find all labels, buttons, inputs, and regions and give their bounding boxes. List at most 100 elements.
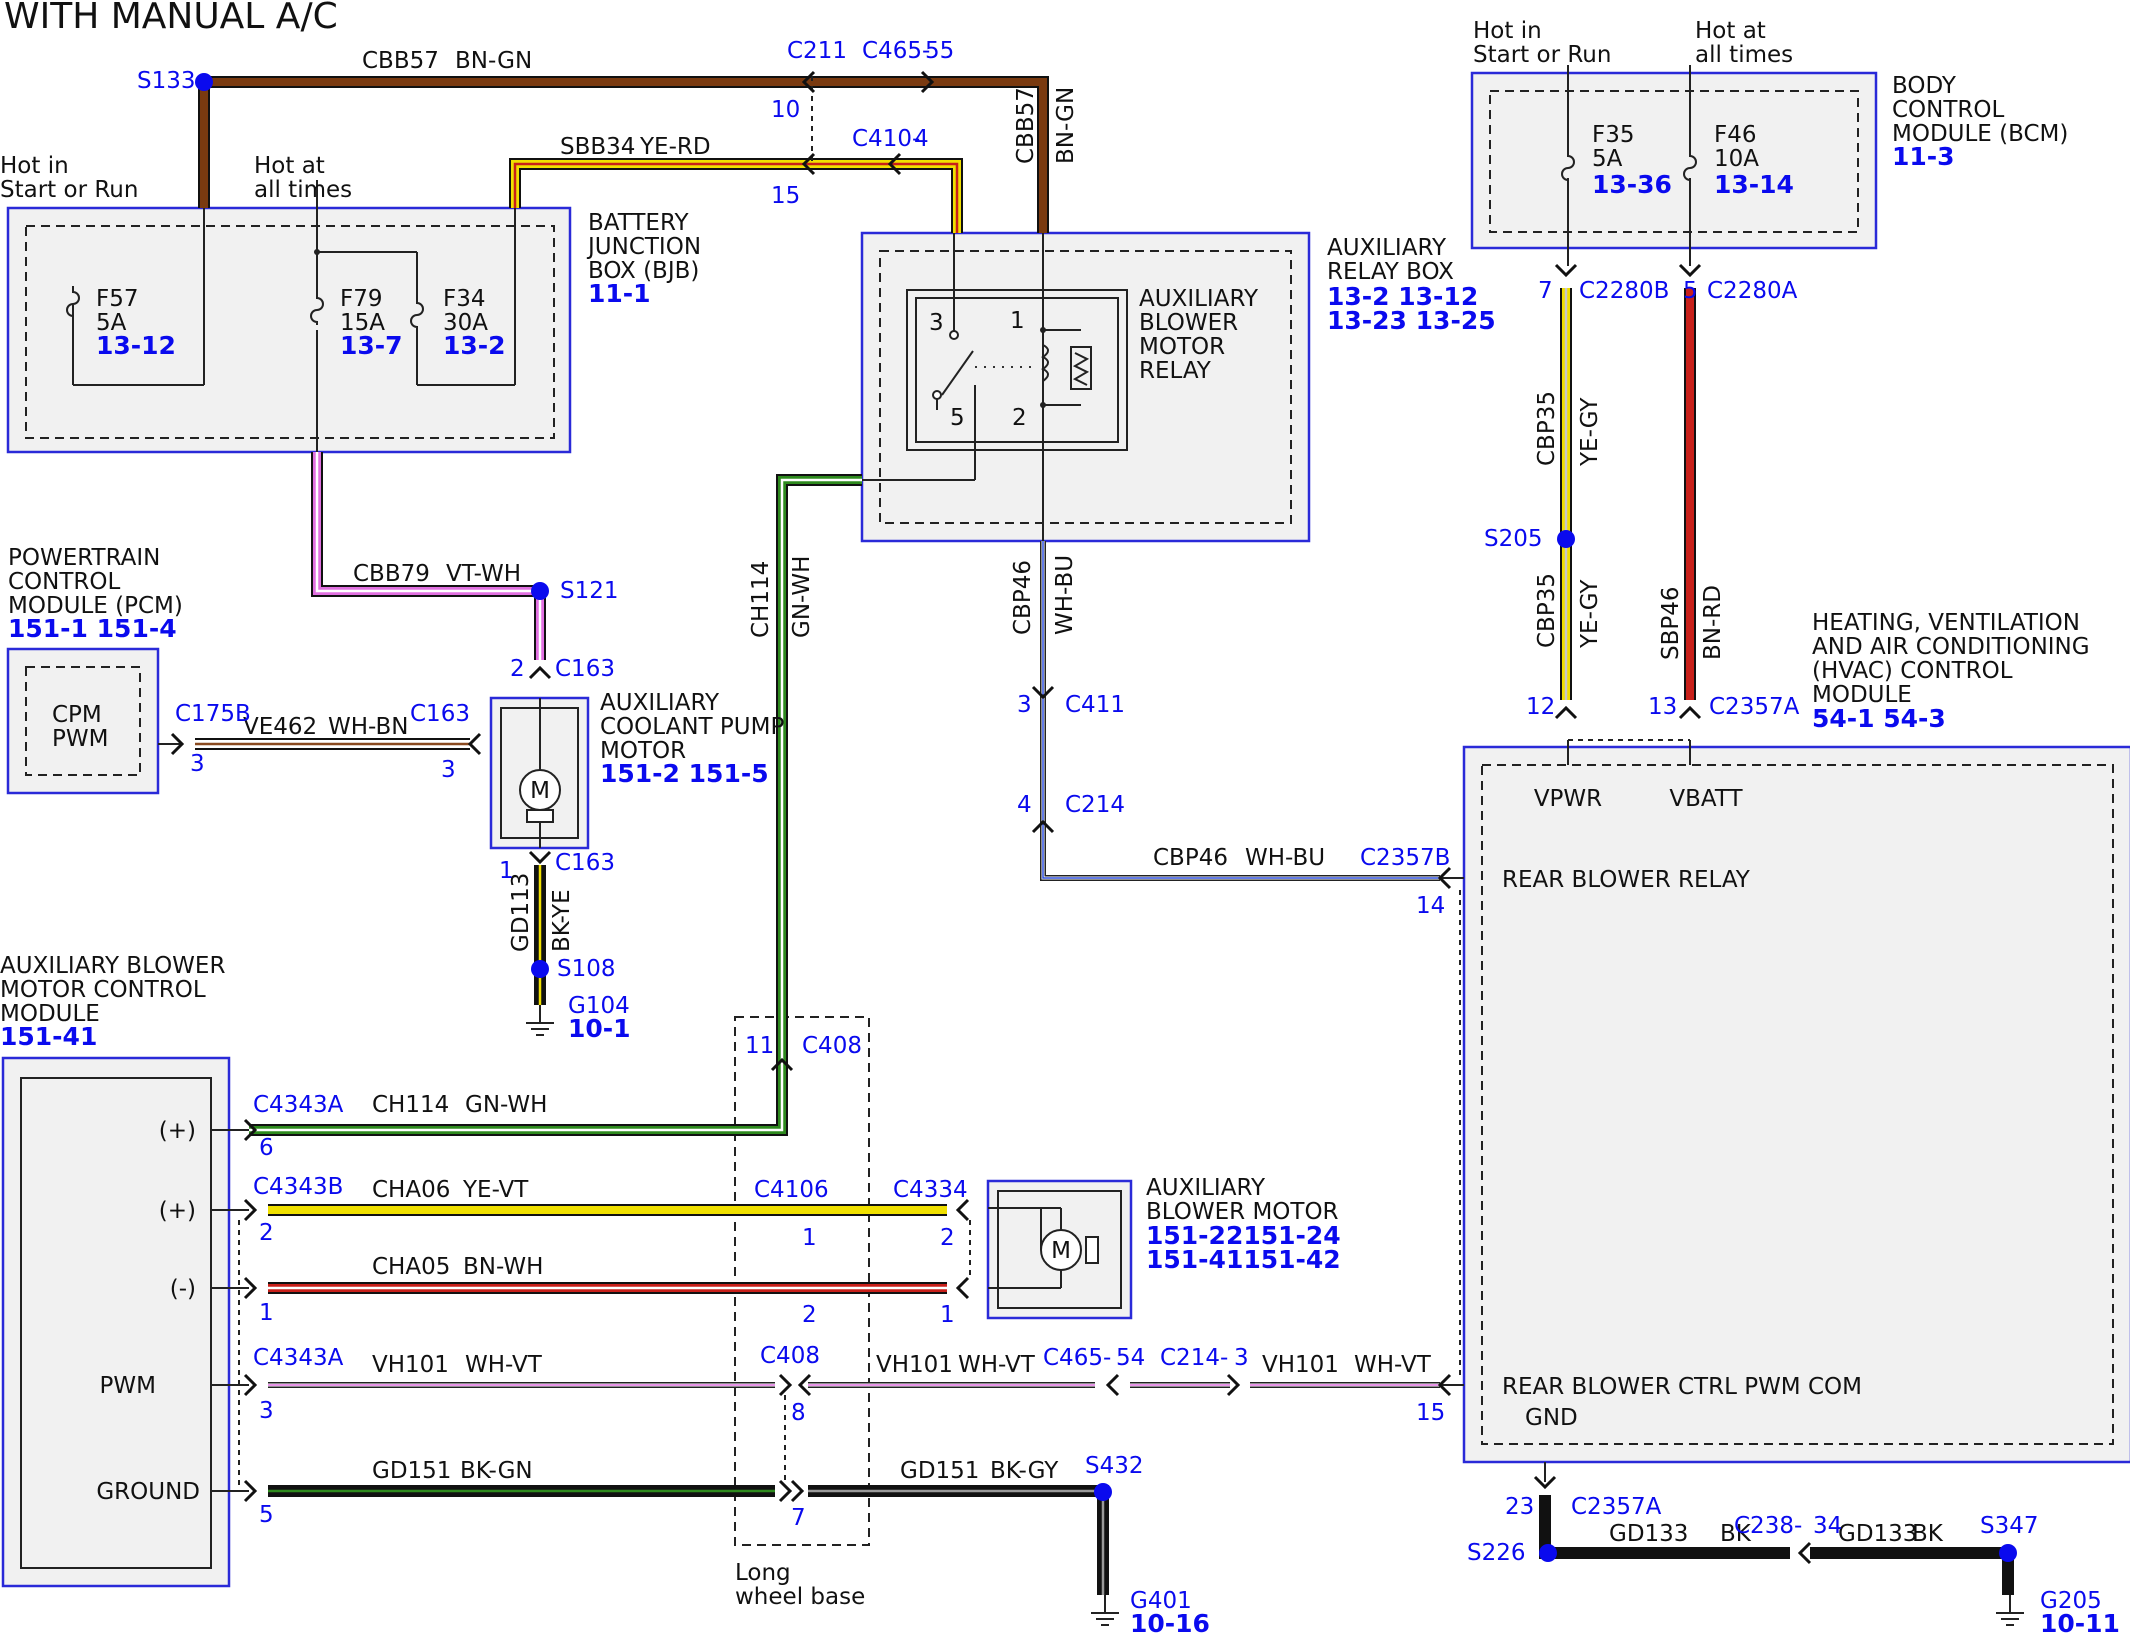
connector-label-6: C175B — [175, 701, 251, 727]
splice-s133 — [195, 73, 213, 91]
c2357b-arrow — [1437, 866, 1452, 890]
bjb-name-line-3: BOX (BJB) — [588, 258, 699, 284]
pcm-module — [6, 647, 160, 795]
bcm-hot-right-line-1: Hot at — [1695, 18, 1766, 44]
bjb-fuse-ref-2: 13-2 — [443, 331, 506, 360]
c2280b-arrow — [1554, 263, 1578, 278]
c2357a-13-arrow — [1678, 705, 1702, 720]
connector-label-10: C214 — [1065, 792, 1125, 818]
circuit-gd151-gy-color: BK-GY — [990, 1458, 1059, 1484]
circuit-sbp46-id: SBP46 — [1658, 586, 1684, 660]
bjb-hot-right-line-1: Hot at — [254, 153, 325, 179]
hvac-label-rear-blower-relay: REAR BLOWER RELAY — [1502, 867, 1751, 893]
bcm-fuse-rating-0: 5A — [1592, 146, 1623, 172]
circuit-cbb57-id: CBB57 — [362, 48, 439, 74]
diagram-title: WITH MANUAL A/C — [4, 0, 338, 37]
circuit-ve462-color: WH-BN — [328, 714, 409, 740]
connector-label-12: C408 — [802, 1033, 862, 1059]
c4343b-2-arrow — [243, 1198, 258, 1222]
circuit-ch114-h-id: CH114 — [372, 1092, 449, 1118]
splice-s347 — [1999, 1544, 2017, 1562]
bcm-fuse-ref-0: 13-36 — [1592, 170, 1672, 199]
c214-arrow — [1031, 819, 1055, 834]
long-wheel-base-region — [734, 1016, 870, 1546]
ground-g401-id: G401 — [1130, 1588, 1192, 1614]
abm-refs-b: 151-41151-42 — [1146, 1245, 1341, 1274]
hvac-refs: 54-1 54-3 — [1812, 704, 1946, 733]
pin-number-20: 1 — [940, 1302, 955, 1328]
circuit-cbb57-v-id: CBB57 — [1013, 87, 1039, 164]
c4343b-1-arrow — [243, 1276, 258, 1300]
circuit-ve462-id: VE462 — [243, 714, 317, 740]
connector-label-9: C411 — [1065, 692, 1125, 718]
wire-cbb79 — [311, 452, 546, 660]
bcm-module — [1470, 71, 1878, 250]
pin-number-4: 3 — [190, 751, 205, 777]
abm-ctrl-pin-4: GROUND — [96, 1479, 200, 1505]
bcm-fuse-id-0: F35 — [1592, 122, 1635, 148]
bjb-fuse-rating-1: 15A — [340, 310, 385, 336]
bcm-fuse-rating-1: 10A — [1714, 146, 1759, 172]
abm-control-module — [1, 1056, 231, 1588]
splice-label-s205: S205 — [1484, 526, 1543, 552]
pin-number-5: 3 — [441, 757, 456, 783]
c163-2-arrow — [528, 665, 552, 680]
splice-label-s432: S432 — [1085, 1453, 1144, 1479]
bjb-fuse-id-2: F34 — [443, 286, 486, 312]
hvac-label-vbatt: VBATT — [1669, 786, 1743, 812]
c2357a-12-arrow — [1554, 705, 1578, 720]
relay-box-refs-b: 13-23 13-25 — [1327, 306, 1496, 335]
bjb-module — [6, 206, 572, 454]
circuit-vh101-c-id: VH101 — [1262, 1352, 1339, 1378]
hvac-name-line-4: MODULE — [1812, 682, 1912, 708]
c2280a-arrow — [1678, 263, 1702, 278]
pin-number-15: 2 — [259, 1220, 274, 1246]
circuit-gd133-b-id: GD133 — [1838, 1521, 1917, 1547]
bjb-name-line-1: BATTERY — [588, 210, 689, 236]
relay-name-line-1: AUXILIARY — [1139, 286, 1259, 312]
bjb-ref: 11-1 — [588, 279, 651, 308]
c163-1-arrow — [528, 850, 552, 865]
pin-number-13: 11 — [745, 1033, 774, 1059]
abm-ctrl-pin-1: (+) — [159, 1198, 196, 1224]
bjb-hot-left-line-1: Hot in — [0, 153, 69, 179]
pin-number-6: 3 — [1017, 692, 1032, 718]
relay-name-line-2: BLOWER — [1139, 310, 1238, 336]
pcm-name-line-2: CONTROL — [8, 569, 121, 595]
connector-label-24: C2280A — [1707, 278, 1798, 304]
c465-54-arrow — [1105, 1373, 1120, 1397]
circuit-cbp46-h-color: WH-BU — [1245, 845, 1325, 871]
c214-3-arrow — [1226, 1373, 1241, 1397]
wire-gd151-gy — [808, 1485, 1109, 1595]
connector-label-13: C4343A — [253, 1092, 344, 1118]
bcm-hot-left-line-2: Start or Run — [1473, 42, 1611, 68]
bcm-name-line-3: MODULE (BCM) — [1892, 121, 2068, 147]
fuse-symbols — [66, 154, 1697, 330]
wire-cbb57 — [198, 76, 1049, 233]
pin-number-8: 14 — [1416, 893, 1445, 919]
ground-g401-ref: 10-16 — [1130, 1609, 1210, 1637]
circuit-gd151-gy-id: GD151 — [900, 1458, 979, 1484]
connector-label-11: C2357B — [1360, 845, 1450, 871]
bcm-name-line-1: BODY — [1892, 73, 1957, 99]
circuit-cbp35-b-id: CBP35 — [1534, 573, 1560, 648]
circuit-gd133-a-color: BK — [1720, 1521, 1752, 1547]
bjb-fuse-ref-0: 13-12 — [96, 331, 176, 360]
bcm-name-line-2: CONTROL — [1892, 97, 2005, 123]
pin-number-9: 7 — [1538, 278, 1553, 304]
relay-name-line-4: RELAY — [1139, 358, 1212, 384]
pin-number-25: 7 — [791, 1505, 806, 1531]
circuit-gd133-a-id: GD133 — [1609, 1521, 1688, 1547]
abm-refs-a: 151-22151-24 — [1146, 1221, 1341, 1250]
circuit-gd113-color: BK-YE — [549, 889, 575, 952]
hvac-label-pwm-com: REAR BLOWER CTRL PWM COM — [1502, 1374, 1862, 1400]
circuit-cha06-id: CHA06 — [372, 1177, 450, 1203]
abm-ctrl-name-line-1: AUXILIARY BLOWER — [0, 953, 225, 979]
connector-label-20: 54 — [1116, 1345, 1145, 1371]
connector-label-2: 55 — [925, 38, 954, 64]
splice-label-s108: S108 — [557, 956, 616, 982]
connector-label-25: C2357A — [1709, 694, 1800, 720]
splice-dots — [195, 73, 2017, 1562]
pin-number-22: 8 — [791, 1400, 806, 1426]
connector-label-23: C2280B — [1579, 278, 1669, 304]
